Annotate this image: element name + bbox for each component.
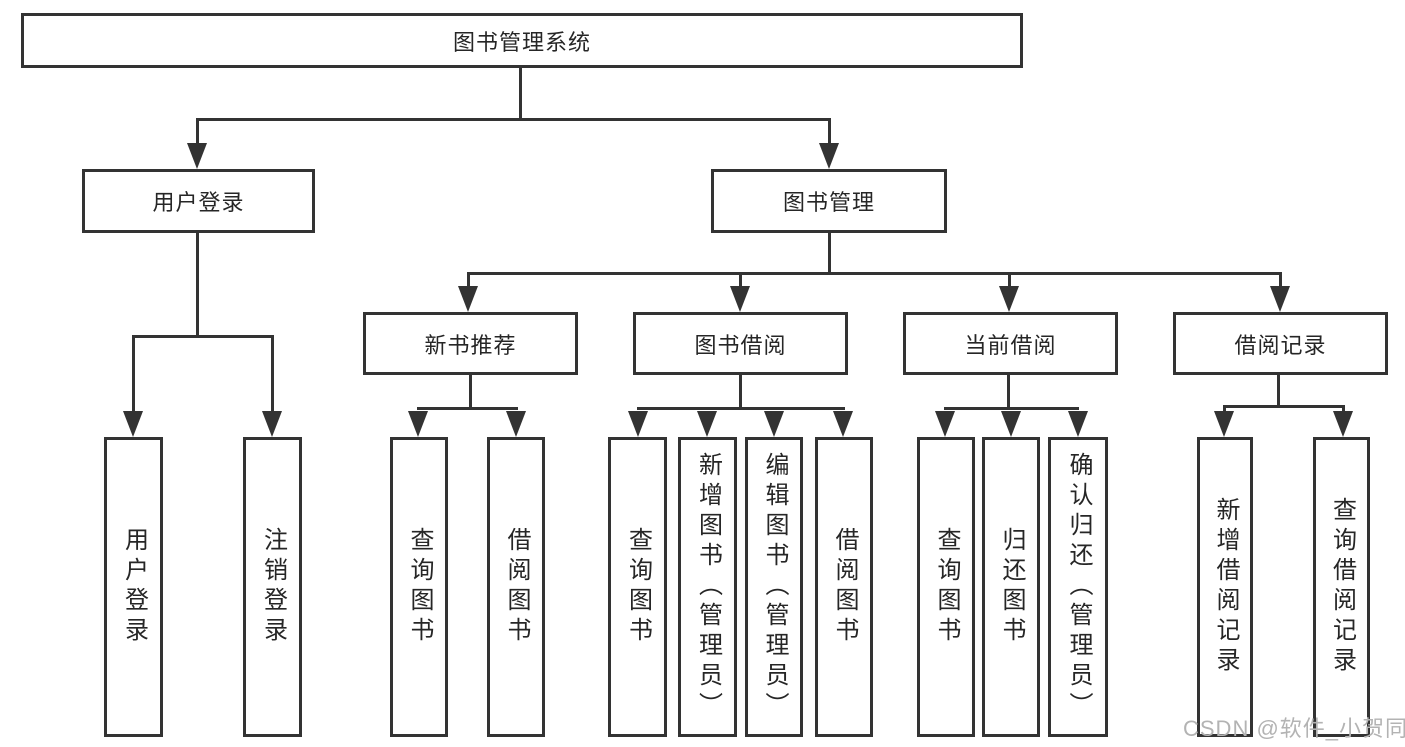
connector-line: [519, 67, 522, 118]
node-leaf-query-borrow-record: 查询借阅记录: [1313, 437, 1370, 737]
node-label: 确认归还（管理员）: [1065, 452, 1092, 722]
node-leaf-borrow-books-2: 借阅图书: [815, 437, 873, 737]
node-leaf-return-books: 归还图书: [982, 437, 1040, 737]
connector-line: [132, 335, 274, 338]
connector-line: [467, 272, 1282, 275]
node-label: 注销登录: [259, 527, 287, 647]
connector-line: [1223, 405, 1226, 413]
node-label: 借阅图书: [831, 527, 858, 647]
connector-line: [196, 118, 831, 121]
connector-line: [271, 335, 274, 413]
node-leaf-add-books-admin: 新增图书（管理员）: [678, 437, 737, 737]
node-leaf-borrow-books-1: 借阅图书: [487, 437, 545, 737]
arrow-down-icon: [262, 411, 282, 437]
node-label: 图书借阅: [694, 332, 787, 358]
node-leaf-logout: 注销登录: [243, 437, 302, 737]
node-label: 借阅图书: [503, 527, 530, 647]
node-leaf-query-books-3: 查询图书: [917, 437, 975, 737]
arrow-down-icon: [458, 286, 478, 312]
node-label: 新增图书（管理员）: [694, 452, 722, 722]
arrow-down-icon: [1214, 411, 1234, 437]
node-label: 编辑图书（管理员）: [761, 452, 788, 722]
node-label: 新书推荐: [424, 332, 517, 358]
arrow-down-icon: [697, 411, 717, 437]
connector-line: [196, 118, 199, 146]
node-book-management: 图书管理: [711, 169, 947, 233]
arrow-down-icon: [764, 411, 784, 437]
arrow-down-icon: [1270, 286, 1290, 312]
node-leaf-add-borrow-record: 新增借阅记录: [1197, 437, 1253, 737]
connector-line: [132, 335, 135, 413]
node-library-system: 图书管理系统: [21, 13, 1023, 68]
node-label: 当前借阅: [964, 332, 1057, 358]
node-book-borrowing: 图书借阅: [633, 312, 848, 375]
node-leaf-user-login: 用户登录: [104, 437, 163, 737]
node-borrowing-records: 借阅记录: [1173, 312, 1388, 375]
node-leaf-query-books-1: 查询图书: [390, 437, 448, 737]
connector-line: [417, 407, 518, 410]
node-label: 归还图书: [998, 527, 1025, 647]
connector-line: [467, 272, 470, 288]
node-label: 图书管理系统: [452, 29, 591, 55]
arrow-down-icon: [506, 411, 526, 437]
connector-line: [1008, 272, 1011, 288]
arrow-down-icon: [187, 143, 207, 169]
node-label: 查询借阅记录: [1328, 497, 1356, 677]
connector-line: [828, 233, 831, 272]
arrow-down-icon: [999, 286, 1019, 312]
node-label: 图书管理: [782, 190, 875, 215]
connector-line: [1277, 375, 1280, 406]
arrow-down-icon: [935, 411, 955, 437]
csdn-watermark: CSDN @软件_小贺同学: [1183, 716, 1405, 741]
connector-line: [944, 407, 1079, 410]
node-user-login: 用户登录: [82, 169, 315, 233]
arrow-down-icon: [819, 143, 839, 169]
node-leaf-confirm-return-admin: 确认归还（管理员）: [1048, 437, 1108, 737]
node-label: 借阅记录: [1234, 332, 1327, 358]
connector-line: [739, 272, 742, 288]
node-label: 用户登录: [120, 527, 148, 647]
node-leaf-edit-books-admin: 编辑图书（管理员）: [745, 437, 803, 737]
arrow-down-icon: [628, 411, 648, 437]
arrow-down-icon: [730, 286, 750, 312]
arrow-down-icon: [408, 411, 428, 437]
connector-line: [637, 407, 845, 410]
arrow-down-icon: [1001, 411, 1021, 437]
connector-line: [1342, 405, 1345, 413]
connector-line: [1223, 405, 1345, 408]
connector-line: [1279, 272, 1282, 288]
node-new-book-recommend: 新书推荐: [363, 312, 578, 375]
connector-line: [1007, 375, 1010, 407]
arrow-down-icon: [1333, 411, 1353, 437]
connector-line: [739, 375, 742, 407]
connector-line: [828, 118, 831, 146]
arrow-down-icon: [833, 411, 853, 437]
node-label: 新增借阅记录: [1212, 497, 1239, 677]
connector-line: [196, 233, 199, 335]
node-current-borrowing: 当前借阅: [903, 312, 1118, 375]
node-label: 查询图书: [406, 527, 433, 647]
node-label: 查询图书: [933, 527, 960, 647]
node-leaf-query-books-2: 查询图书: [608, 437, 667, 737]
arrow-down-icon: [1068, 411, 1088, 437]
arrow-down-icon: [123, 411, 143, 437]
node-label: 用户登录: [152, 190, 245, 215]
node-label: 查询图书: [624, 527, 652, 647]
connector-line: [469, 375, 472, 407]
